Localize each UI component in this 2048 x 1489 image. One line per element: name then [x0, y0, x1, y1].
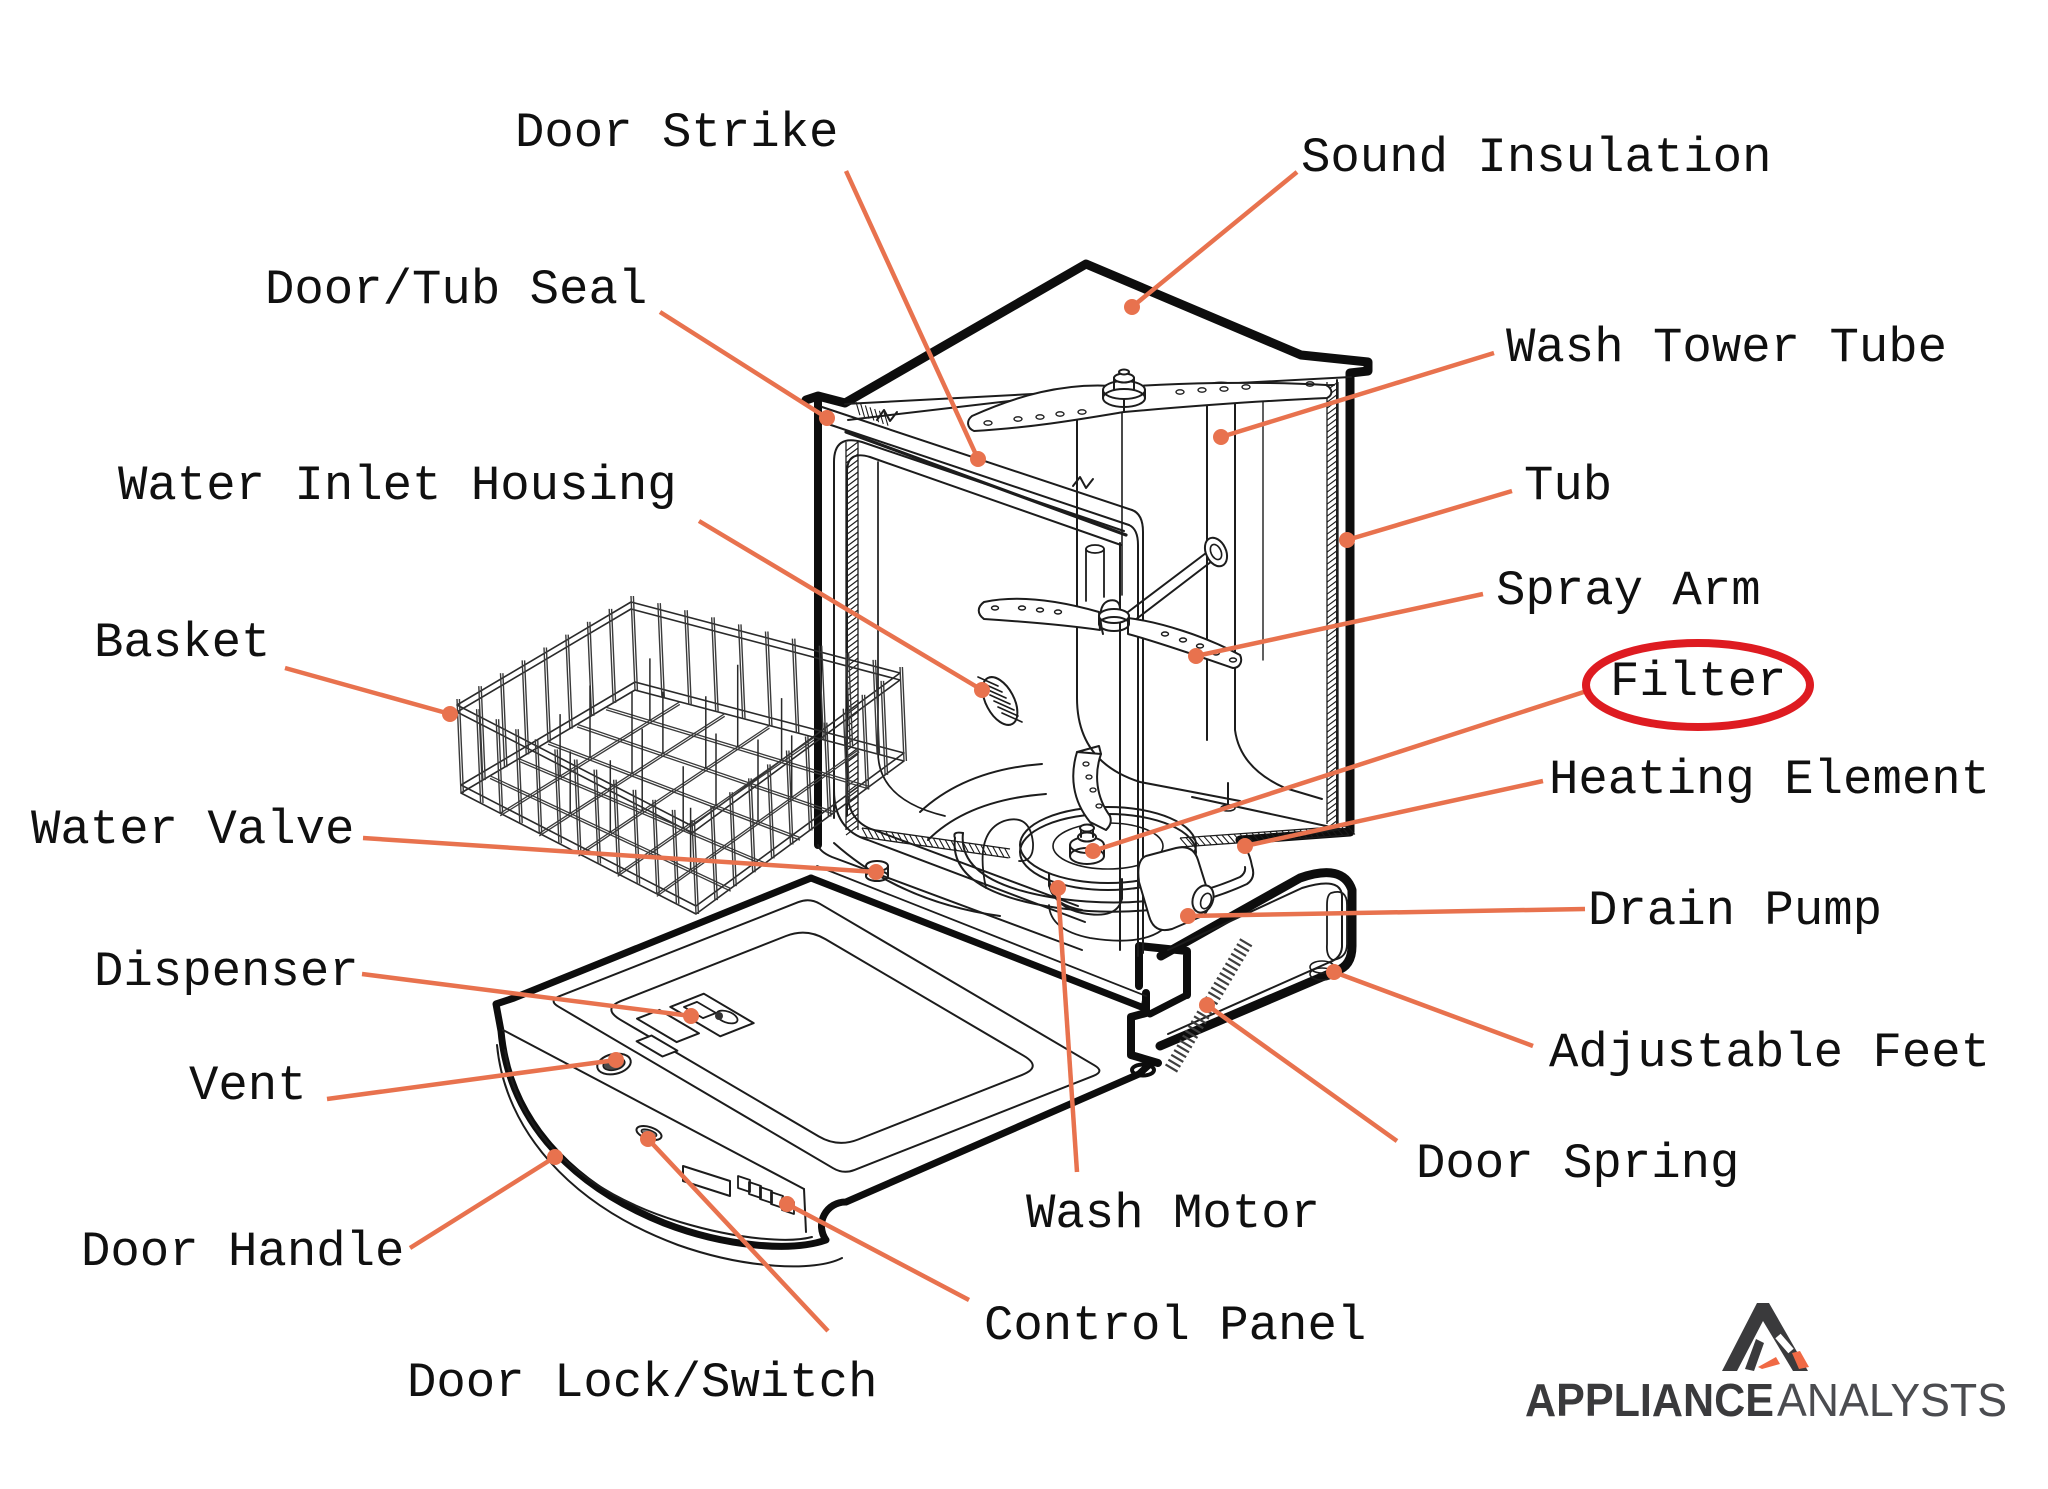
- svg-text:Door Handle: Door Handle: [81, 1224, 404, 1280]
- svg-text:Door Strike: Door Strike: [515, 105, 838, 161]
- svg-text:Filter: Filter: [1610, 654, 1786, 710]
- svg-text:Door/Tub Seal: Door/Tub Seal: [265, 262, 647, 318]
- svg-text:Vent: Vent: [189, 1058, 307, 1114]
- svg-text:Drain Pump: Drain Pump: [1588, 883, 1882, 939]
- svg-text:ANALYSTS: ANALYSTS: [1777, 1374, 2007, 1426]
- svg-text:Basket: Basket: [94, 615, 270, 671]
- svg-text:Control Panel: Control Panel: [984, 1298, 1366, 1354]
- svg-text:Door Spring: Door Spring: [1416, 1136, 1739, 1192]
- svg-text:Door Lock/Switch: Door Lock/Switch: [407, 1355, 877, 1411]
- svg-text:Tub: Tub: [1524, 458, 1612, 514]
- svg-text:Heating Element: Heating Element: [1549, 752, 1990, 808]
- svg-text:Adjustable Feet: Adjustable Feet: [1549, 1025, 1990, 1081]
- svg-text:Dispenser: Dispenser: [94, 944, 359, 1000]
- svg-text:Wash Tower Tube: Wash Tower Tube: [1506, 320, 1947, 376]
- svg-text:Water Valve: Water Valve: [31, 802, 354, 858]
- svg-text:Water Inlet Housing: Water Inlet Housing: [118, 458, 677, 514]
- svg-text:APPLIANCE: APPLIANCE: [1525, 1374, 1774, 1426]
- svg-text:Wash Motor: Wash Motor: [1026, 1186, 1320, 1242]
- svg-text:Spray Arm: Spray Arm: [1496, 563, 1761, 619]
- svg-text:Sound Insulation: Sound Insulation: [1301, 130, 1771, 186]
